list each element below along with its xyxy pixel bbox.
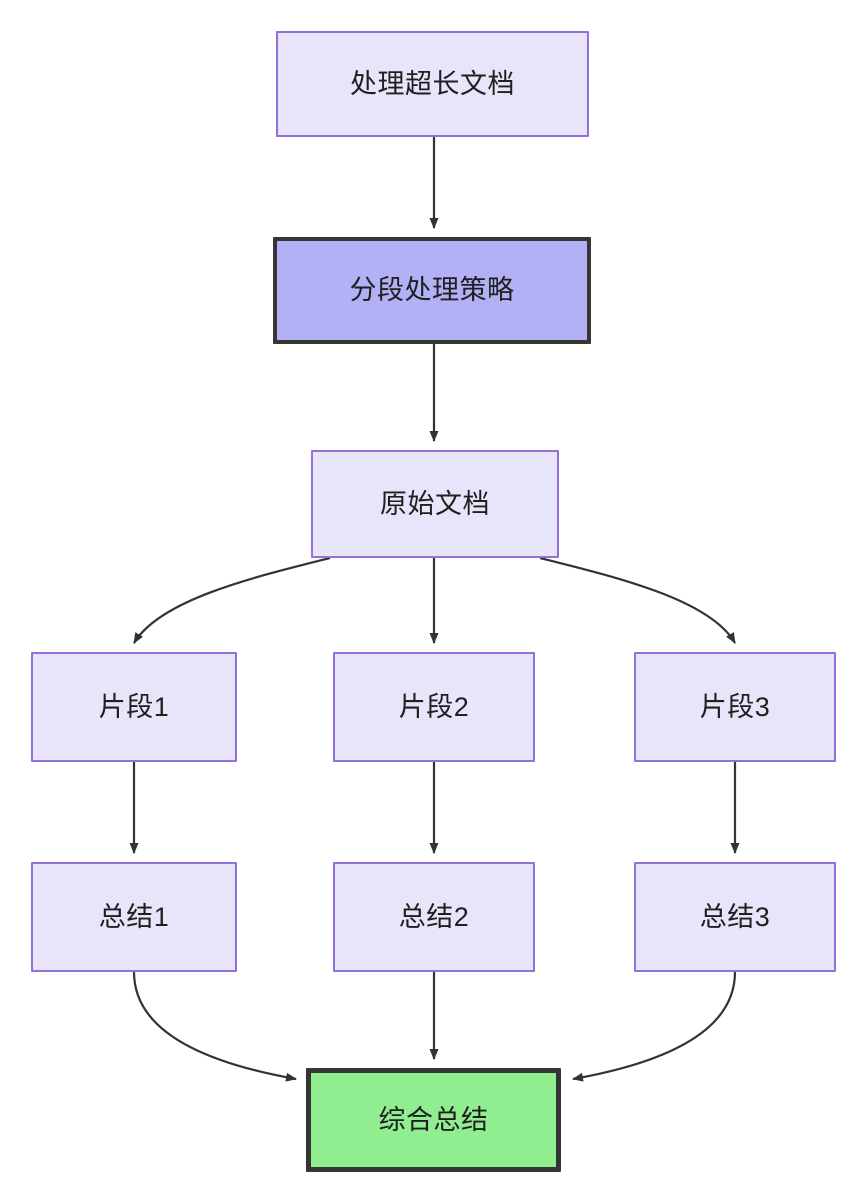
node-label: 分段处理策略 (349, 275, 515, 306)
node-label: 片段1 (98, 691, 170, 722)
node-label: 片段2 (398, 691, 470, 722)
node-label: 处理超长文档 (350, 68, 515, 99)
node-chunking-strategy[interactable]: 分段处理策略 (273, 237, 591, 344)
node-summary-3[interactable]: 总结3 (634, 862, 836, 972)
edge-n9-n10 (572, 971, 737, 1082)
node-original-document[interactable]: 原始文档 (311, 450, 559, 558)
node-summary-1[interactable]: 总结1 (31, 862, 237, 972)
edge-n3-n4 (133, 556, 331, 644)
edge-n3-n6 (539, 556, 736, 644)
node-label: 总结1 (98, 901, 170, 932)
node-fragment-1[interactable]: 片段1 (31, 652, 237, 762)
node-fragment-3[interactable]: 片段3 (634, 652, 836, 762)
node-summary-2[interactable]: 总结2 (333, 862, 535, 972)
edge-n7-n10 (132, 971, 297, 1082)
node-label: 综合总结 (378, 1104, 489, 1135)
node-label: 片段3 (699, 691, 771, 722)
node-label: 总结3 (699, 901, 771, 932)
node-comprehensive-summary[interactable]: 综合总结 (306, 1068, 561, 1172)
node-label: 总结2 (398, 901, 470, 932)
node-fragment-2[interactable]: 片段2 (333, 652, 535, 762)
node-label: 原始文档 (380, 488, 490, 519)
node-process-long-document[interactable]: 处理超长文档 (276, 31, 589, 137)
